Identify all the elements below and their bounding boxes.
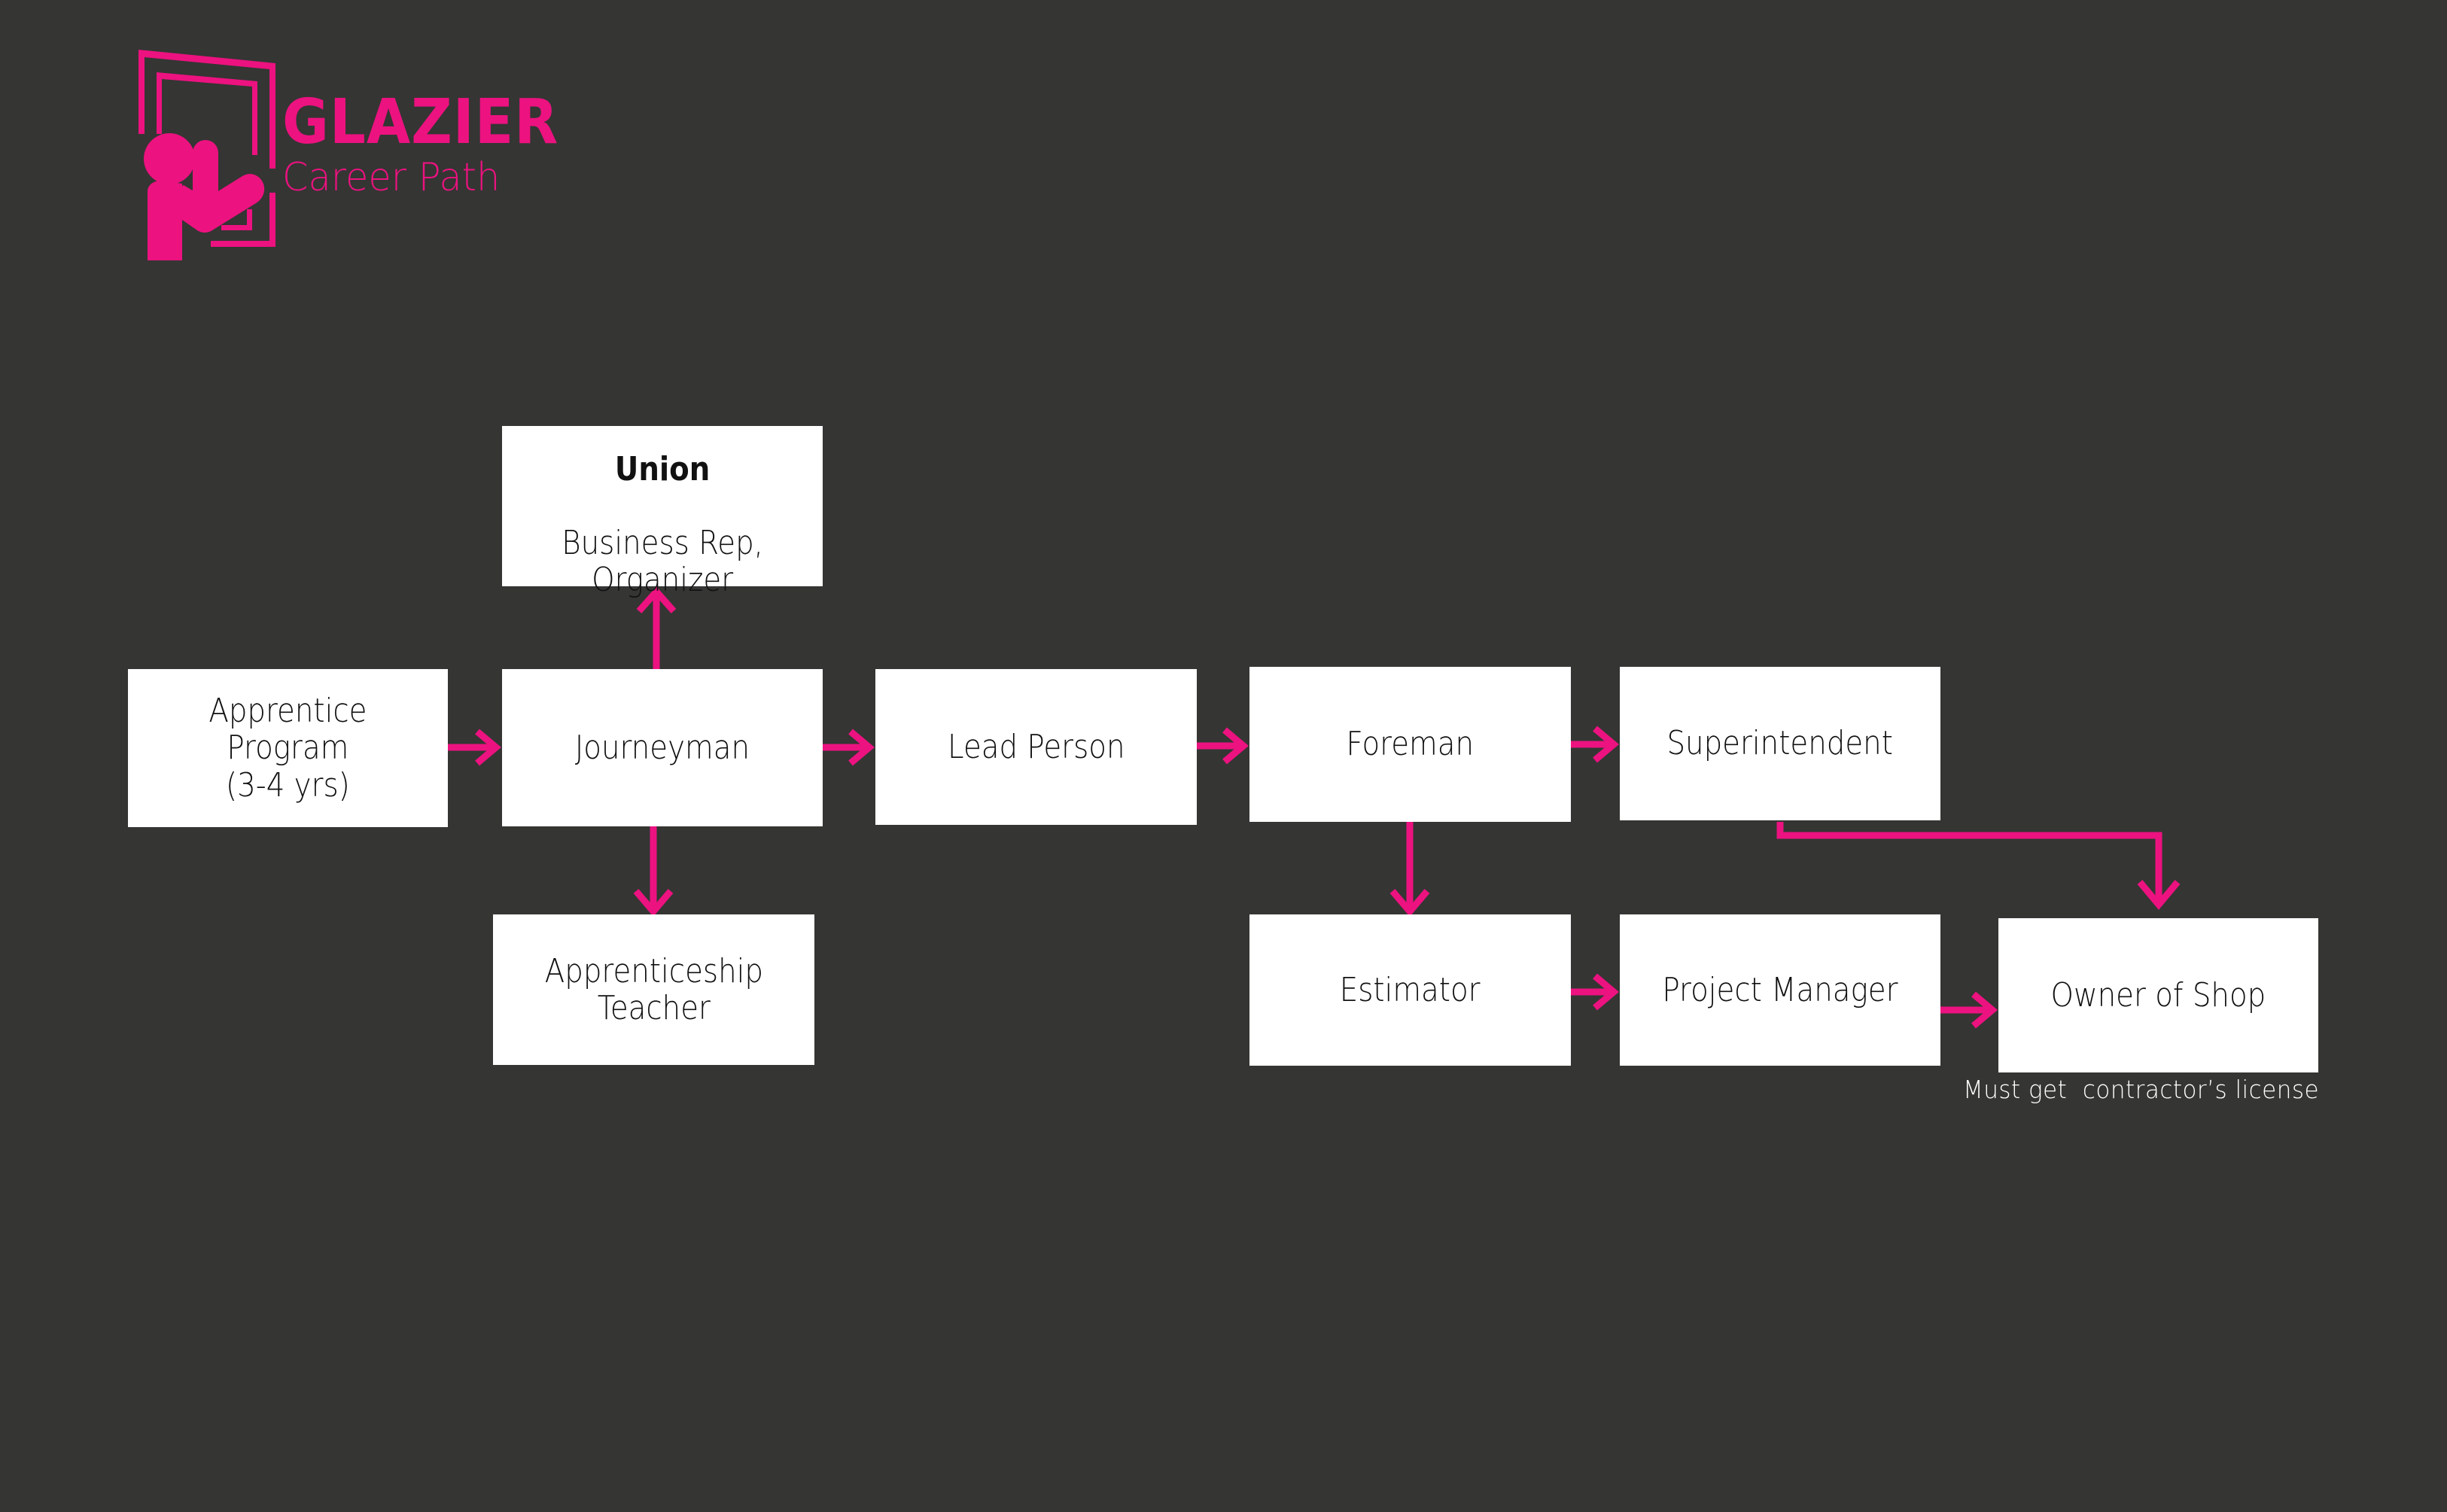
node-project-manager[interactable]: Project Manager [1620, 914, 1940, 1066]
logo-block: GLAZIER Career Path [128, 36, 595, 262]
node-superintendent[interactable]: Superintendent [1620, 667, 1940, 820]
node-foreman[interactable]: Foreman [1249, 667, 1571, 822]
logo-subtitle: Career Path [282, 154, 501, 200]
node-project-manager-label: Project Manager [1662, 970, 1898, 1009]
node-apprentice-program-label: Apprentice Program (3-4 yrs) [208, 692, 367, 805]
node-journeyman-label: Journeyman [574, 728, 750, 767]
edge-apprentice-to-journeyman [448, 729, 501, 766]
edge-foreman-to-superintendent [1571, 726, 1619, 763]
node-superintendent-label: Superintendent [1666, 724, 1894, 763]
edge-foreman-to-estimator [1389, 822, 1430, 917]
node-union-label: Union Business Rep, Organizer [562, 413, 763, 598]
edge-journeyman-to-teacher [633, 826, 674, 917]
glazier-installing-window-icon [128, 42, 286, 260]
node-union[interactable]: Union Business Rep, Organizer [502, 426, 823, 599]
node-apprentice-program[interactable]: Apprentice Program (3-4 yrs) [128, 669, 448, 827]
node-union-detail: Business Rep, Organizer [562, 524, 763, 600]
edge-superintendent-to-owner [1776, 822, 2181, 911]
node-lead-person[interactable]: Lead Person [875, 669, 1197, 825]
node-lead-person-label: Lead Person [947, 727, 1125, 766]
logo-title: GLAZIER [282, 87, 559, 158]
edge-lead-person-to-foreman [1197, 727, 1249, 765]
node-apprenticeship-teacher[interactable]: Apprenticeship Teacher [493, 914, 814, 1065]
edge-project-manager-to-owner [1940, 991, 1998, 1029]
node-foreman-label: Foreman [1346, 725, 1475, 764]
node-journeyman[interactable]: Journeyman [502, 669, 823, 826]
node-estimator[interactable]: Estimator [1249, 914, 1571, 1066]
edge-estimator-to-project-manager [1571, 973, 1619, 1011]
node-apprenticeship-teacher-label: Apprenticeship Teacher [544, 951, 763, 1027]
logo-text: GLAZIER Career Path [282, 87, 598, 200]
node-owner-of-shop[interactable]: Owner of Shop [1998, 918, 2318, 1072]
contractor-license-note: Must get contractor’s license [1963, 1075, 2320, 1104]
edge-journeyman-to-union [636, 586, 677, 669]
node-union-title: Union [614, 449, 711, 488]
edge-journeyman-to-lead-person [823, 729, 875, 766]
node-estimator-label: Estimator [1340, 970, 1481, 1009]
node-owner-of-shop-label: Owner of Shop [2050, 975, 2266, 1015]
